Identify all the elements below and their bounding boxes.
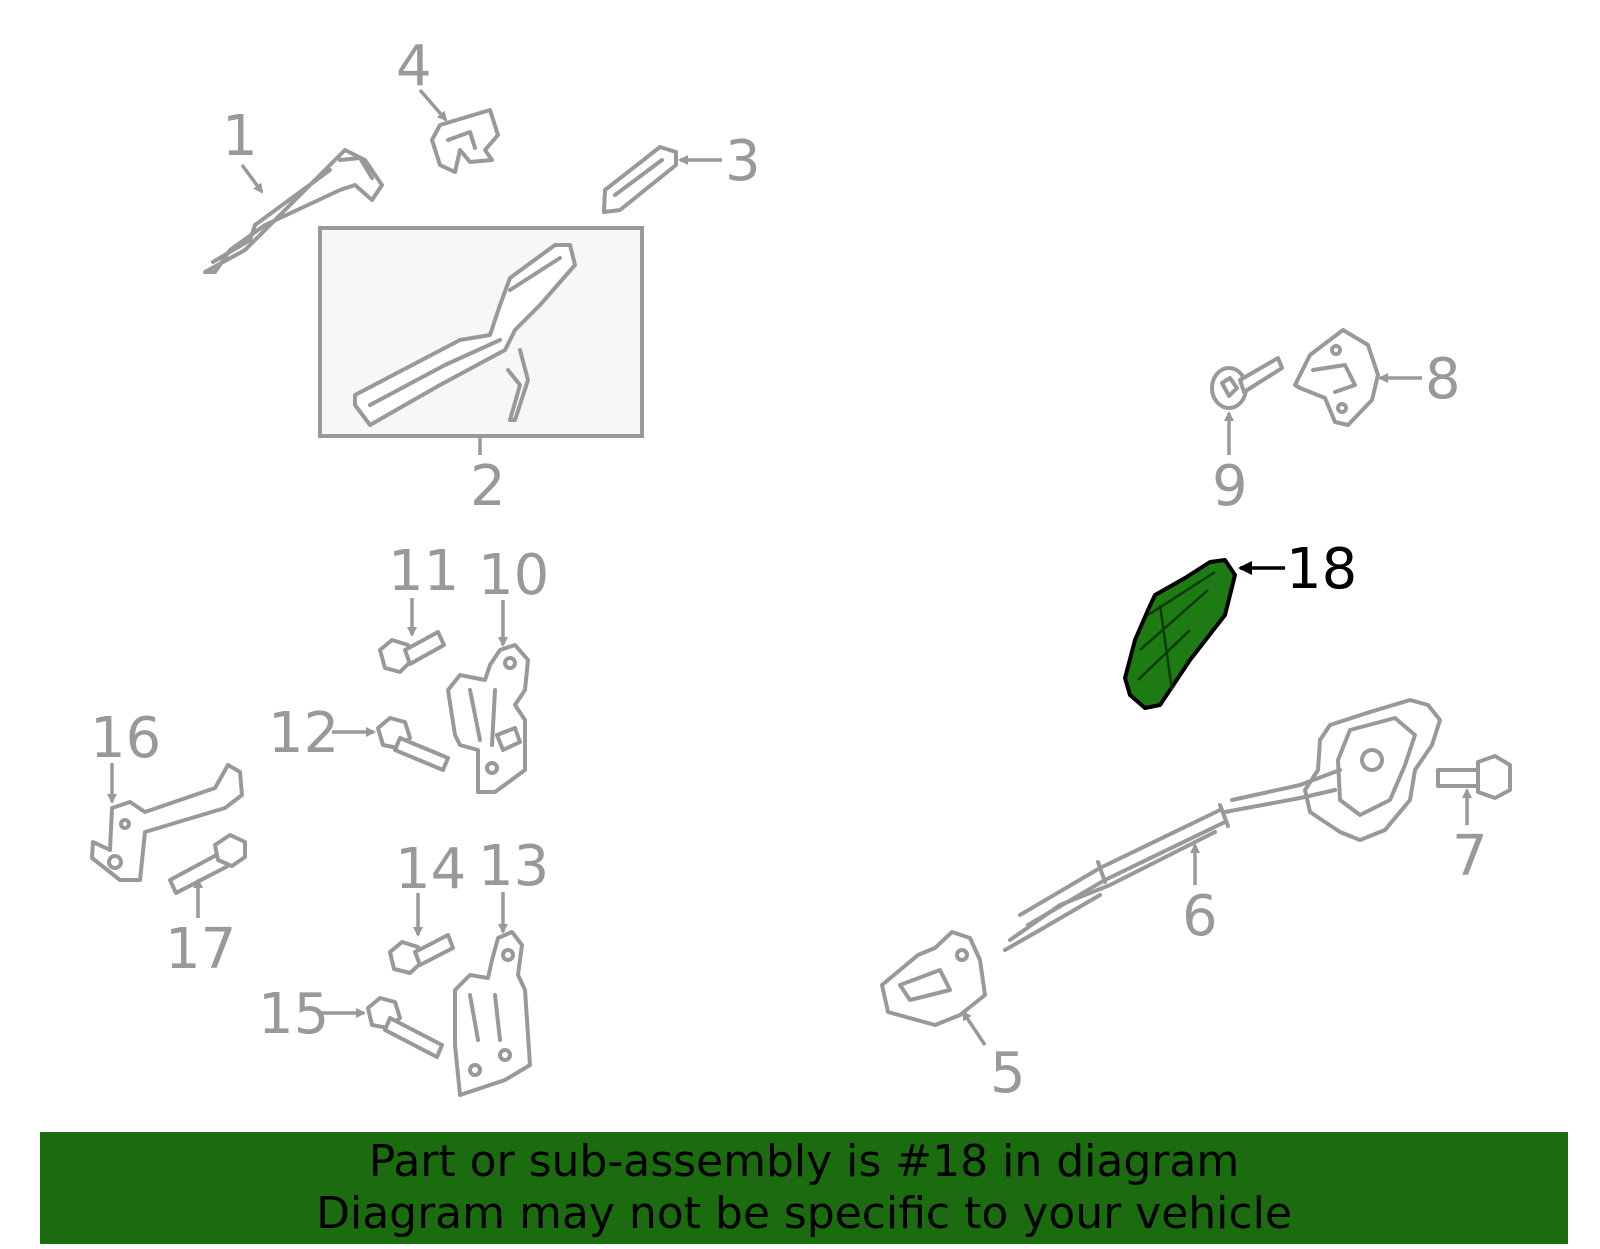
callout-2: 2 [470, 436, 506, 519]
svg-text:3: 3 [725, 129, 761, 194]
part-6-lock-actuator[interactable] [1003, 698, 1442, 952]
svg-text:6: 6 [1182, 884, 1218, 949]
part-14-bolt[interactable] [388, 933, 455, 975]
callout-6: 6 [1182, 843, 1218, 949]
callout-5: 5 [961, 1010, 1026, 1106]
part-12-bolt[interactable] [376, 716, 450, 772]
svg-text:16: 16 [90, 706, 161, 771]
svg-text:8: 8 [1425, 347, 1461, 412]
part-1-outside-handle[interactable] [203, 148, 384, 274]
svg-text:2: 2 [470, 454, 506, 519]
part-16-door-check[interactable] [90, 763, 244, 882]
callout-15: 15 [258, 982, 366, 1047]
callout-10: 10 [478, 543, 549, 647]
callout-17: 17 [165, 878, 236, 982]
callout-8: 8 [1378, 347, 1461, 412]
svg-text:5: 5 [990, 1041, 1026, 1106]
part-3-gasket[interactable] [602, 145, 678, 214]
callout-7: 7 [1452, 788, 1488, 889]
callout-16: 16 [90, 706, 161, 804]
svg-text:15: 15 [258, 982, 329, 1047]
callout-14: 14 [395, 837, 466, 937]
svg-text:11: 11 [388, 539, 459, 604]
part-18-inside-handle[interactable] [1123, 558, 1237, 710]
banner-line-2: Diagram may not be specific to your vehi… [316, 1188, 1292, 1239]
part-7-bolt[interactable] [1436, 754, 1512, 800]
part-11-bolt[interactable] [378, 630, 446, 674]
svg-text:12: 12 [268, 701, 339, 766]
callout-1: 1 [222, 104, 264, 194]
svg-text:18: 18 [1286, 537, 1357, 602]
svg-text:4: 4 [396, 34, 432, 99]
callout-12: 12 [268, 701, 376, 766]
callout-13: 13 [478, 834, 549, 934]
info-banner: Part or sub-assembly is #18 in diagram D… [40, 1132, 1568, 1244]
svg-text:9: 9 [1212, 454, 1248, 519]
part-13-lower-hinge[interactable] [453, 930, 532, 1097]
part-10-upper-hinge[interactable] [446, 643, 530, 794]
callout-9: 9 [1212, 411, 1248, 519]
part-2-handle-assembly[interactable] [318, 226, 644, 438]
callout-3: 3 [678, 129, 761, 194]
svg-text:1: 1 [222, 104, 258, 169]
svg-text:17: 17 [165, 917, 236, 982]
svg-text:13: 13 [478, 834, 549, 899]
part-17-bolt[interactable] [168, 833, 247, 895]
callout-18: 18 [1238, 537, 1357, 602]
banner-line-1: Part or sub-assembly is #18 in diagram [368, 1136, 1240, 1187]
part-5-cover[interactable] [880, 930, 987, 1027]
part-15-bolt[interactable] [366, 996, 444, 1059]
part-4-bracket[interactable] [430, 108, 500, 174]
svg-text:14: 14 [395, 837, 466, 902]
callout-4: 4 [396, 34, 448, 122]
part-8-striker[interactable] [1293, 328, 1380, 427]
part-9-screw[interactable] [1210, 356, 1284, 410]
svg-text:10: 10 [478, 543, 549, 608]
callout-11: 11 [388, 539, 459, 637]
svg-text:7: 7 [1452, 824, 1488, 889]
